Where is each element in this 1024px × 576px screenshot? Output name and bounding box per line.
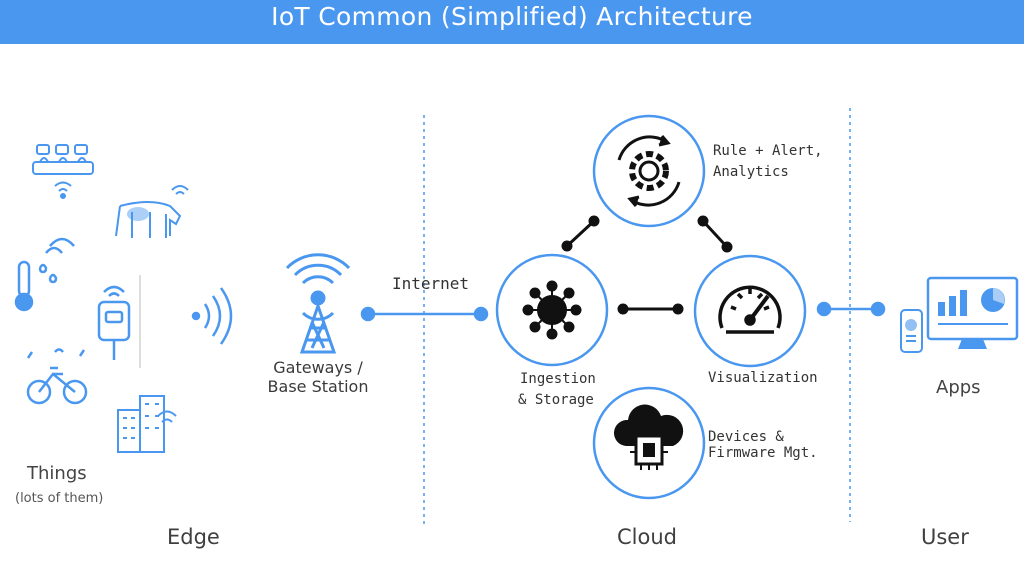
plant-sensor-icon: [32, 144, 94, 199]
gear-cycle-icon: [617, 135, 681, 207]
section-user: User: [921, 525, 969, 549]
wireless-signal-icon: [191, 287, 233, 345]
internet-label: Internet: [392, 274, 470, 293]
cow-icon: [115, 185, 189, 238]
visualization-node: [693, 254, 807, 368]
gateway-label-line1: Gateways /: [273, 358, 363, 377]
things-sublabel: (lots of them): [15, 491, 104, 506]
rules-node: [592, 114, 706, 228]
ingestion-label-line2: & Storage: [518, 392, 594, 408]
hub-icon: [522, 280, 582, 340]
rules-label-line2: Analytics: [713, 164, 789, 180]
internet-connector: [360, 306, 489, 322]
devices-label-line2: Firmware Mgt.: [708, 445, 818, 461]
things-label: Things: [27, 463, 87, 484]
thermometer-icon: [14, 237, 75, 312]
cloud-chip-icon: [613, 404, 684, 470]
radio-tower-icon: [285, 253, 351, 354]
parking-meter-icon: [97, 285, 131, 360]
cloud-connectors: [561, 215, 733, 315]
bicycle-icon: [26, 348, 88, 405]
page-title: IoT Common (Simplified) Architecture: [271, 2, 753, 31]
user-connector: [816, 301, 886, 317]
visualization-label: Visualization: [708, 370, 818, 386]
devices-label-line1: Devices &: [708, 429, 784, 445]
apps-label: Apps: [936, 377, 981, 398]
section-cloud: Cloud: [617, 525, 677, 549]
rules-label-line1: Rule + Alert,: [713, 143, 823, 159]
phone-icon: [900, 309, 923, 353]
header-bar: IoT Common (Simplified) Architecture: [0, 0, 1024, 44]
section-edge: Edge: [167, 525, 220, 549]
monitor-dashboard-icon: [926, 276, 1019, 349]
building-icon: [117, 395, 177, 453]
ingestion-label-line1: Ingestion: [520, 371, 596, 387]
gateway-label-line2: Base Station: [267, 377, 369, 396]
gauge-icon: [718, 285, 782, 334]
